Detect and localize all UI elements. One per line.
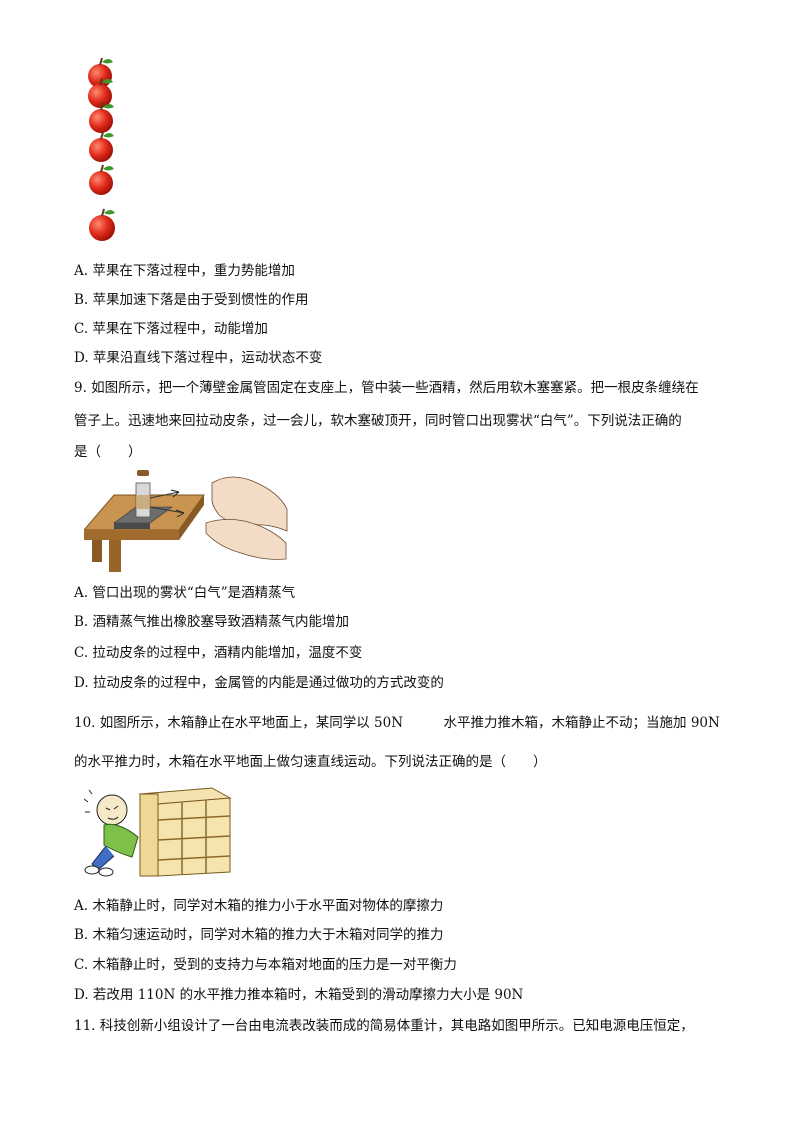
q10-stem-line-2: 的水平推力时，木箱在水平地面上做匀速直线运动。下列说法正确的是（ ） bbox=[74, 754, 547, 770]
q11-stem-line-1: 11. 科技创新小组设计了一台由电流表改装而成的简易体重计，其电路如图甲所示。已… bbox=[74, 1018, 694, 1034]
q9-stem-line-3: 是（ ） bbox=[74, 444, 142, 460]
q9-stem-line-1: 9. 如图所示，把一个薄壁金属管固定在支座上，管中装一些酒精，然后用软木塞塞紧。… bbox=[74, 380, 699, 396]
q9-option-c: C. 拉动皮条的过程中，酒精内能增加，温度不变 bbox=[74, 645, 363, 661]
q9-option-a: A. 管口出现的雾状“白气”是酒精蒸气 bbox=[74, 585, 296, 601]
q8-option-c: C. 苹果在下落过程中，动能增加 bbox=[74, 321, 268, 337]
q8-option-a: A. 苹果在下落过程中，重力势能增加 bbox=[74, 263, 295, 279]
q10-stem-line-1: 10. 如图所示，木箱静止在水平地面上，某同学以 50N 水平推力推木箱，木箱静… bbox=[74, 715, 720, 731]
q9-option-d: D. 拉动皮条的过程中，金属管的内能是通过做功的方式改变的 bbox=[74, 675, 444, 691]
apple-icon bbox=[89, 208, 115, 241]
apple-icon bbox=[89, 131, 114, 162]
q8-option-d: D. 苹果沿直线下落过程中，运动状态不变 bbox=[74, 350, 323, 366]
q10-option-a: A. 木箱静止时，同学对木箱的推力小于水平面对物体的摩擦力 bbox=[74, 898, 444, 914]
metal-tube-experiment-figure bbox=[84, 470, 288, 572]
apple-icon bbox=[88, 77, 113, 108]
apple-icon bbox=[89, 164, 114, 195]
q10-option-d: D. 若改用 110N 的水平推力推本箱时，木箱受到的滑动摩擦力大小是 90N bbox=[74, 987, 524, 1003]
pushing-box-figure bbox=[84, 787, 232, 877]
falling-apples-figure bbox=[88, 58, 115, 241]
q8-option-b: B. 苹果加速下落是由于受到惯性的作用 bbox=[74, 292, 309, 308]
q10-option-c: C. 木箱静止时，受到的支持力与本箱对地面的压力是一对平衡力 bbox=[74, 957, 457, 973]
q9-stem-line-2: 管子上。迅速地来回拉动皮条，过一会儿，软木塞破顶开，同时管口出现雾状“白气”。下… bbox=[74, 413, 682, 429]
q10-option-b: B. 木箱匀速运动时，同学对木箱的推力大于木箱对同学的推力 bbox=[74, 927, 444, 943]
q9-option-b: B. 酒精蒸气推出橡胶塞导致酒精蒸气内能增加 bbox=[74, 614, 350, 630]
apple-icon bbox=[89, 102, 114, 133]
